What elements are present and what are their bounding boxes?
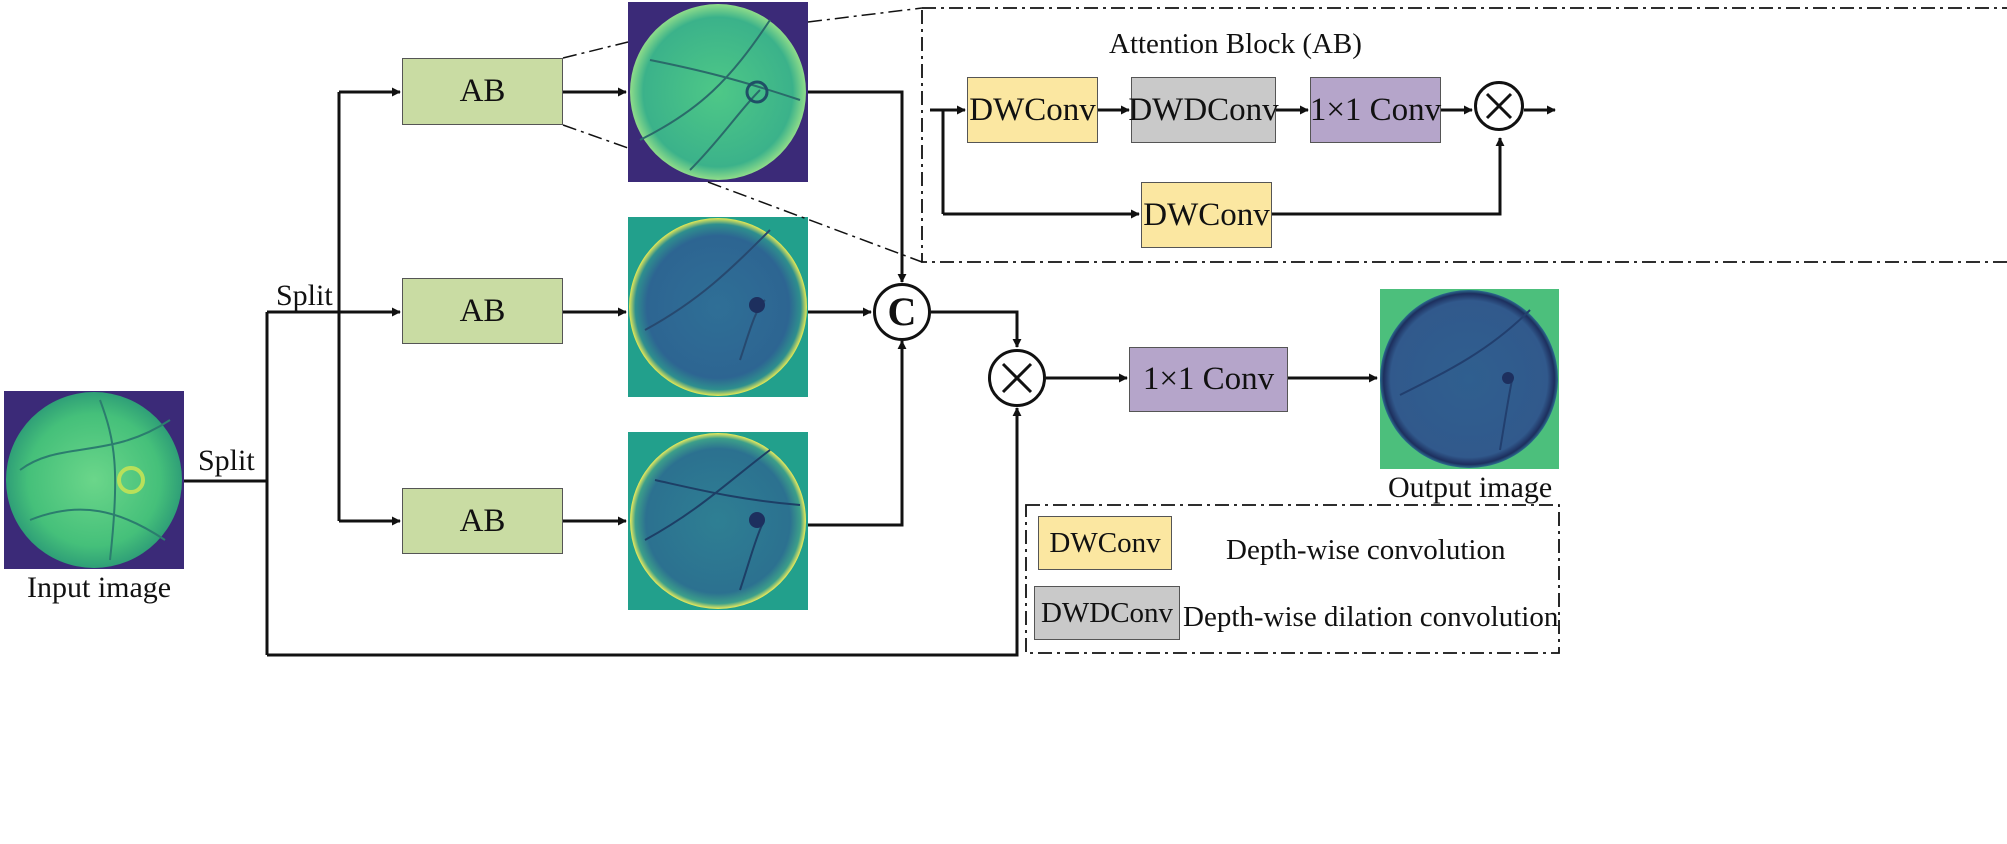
ab-pointwise-conv-block: 1×1 Conv	[1310, 77, 1441, 143]
feature-map-middle	[628, 217, 808, 397]
legend-swatch-dwdconv: DWDConv	[1034, 586, 1180, 640]
feature-map-top	[628, 2, 808, 182]
output-image	[1380, 289, 1559, 469]
ab-block-middle: AB	[402, 278, 563, 344]
legend-swatch-dwconv: DWConv	[1038, 516, 1172, 570]
output-conv-block: 1×1 Conv	[1129, 347, 1288, 412]
multiply-icon	[988, 349, 1046, 407]
split-label-2: Split	[276, 279, 333, 312]
attention-block-title: Attention Block (AB)	[1109, 28, 1362, 60]
zoom-line-lower-right	[707, 181, 923, 263]
zoom-line-upper-right	[807, 7, 923, 23]
arrow-concat-to-multiply	[931, 310, 1022, 348]
input-image-label: Input image	[27, 571, 172, 604]
ab-dwconv-block: DWConv	[967, 77, 1098, 143]
concat-symbol: C	[887, 289, 917, 334]
legend-frame	[1025, 504, 1560, 654]
arrow-residual-to-multiply	[267, 407, 1022, 657]
ab-block-top: AB	[402, 58, 563, 125]
ab-skip-dwconv-block: DWConv	[1141, 182, 1272, 248]
arrow-top-map-to-concat	[808, 90, 907, 283]
zoom-line-lower-left	[562, 124, 629, 149]
ab-skip-dwconv-to-multiply	[1272, 137, 1505, 216]
ab-multiply-icon	[1474, 81, 1524, 131]
zoom-line-upper-left	[562, 41, 629, 59]
arrow-bottom-map-to-concat	[808, 340, 907, 527]
output-image-label: Output image	[1388, 471, 1553, 504]
ab-block-bottom: AB	[402, 488, 563, 554]
feature-map-bottom	[628, 432, 808, 610]
legend-desc-dwdconv: Depth-wise dilation convolution	[1183, 601, 1559, 633]
concat-node: C	[873, 283, 931, 341]
input-image	[4, 391, 184, 569]
ab-dwdconv-block: DWDConv	[1128, 77, 1279, 143]
split-label-1: Split	[198, 444, 255, 477]
attention-block-frame	[921, 7, 2007, 263]
legend-desc-dwconv: Depth-wise convolution	[1226, 534, 1506, 566]
